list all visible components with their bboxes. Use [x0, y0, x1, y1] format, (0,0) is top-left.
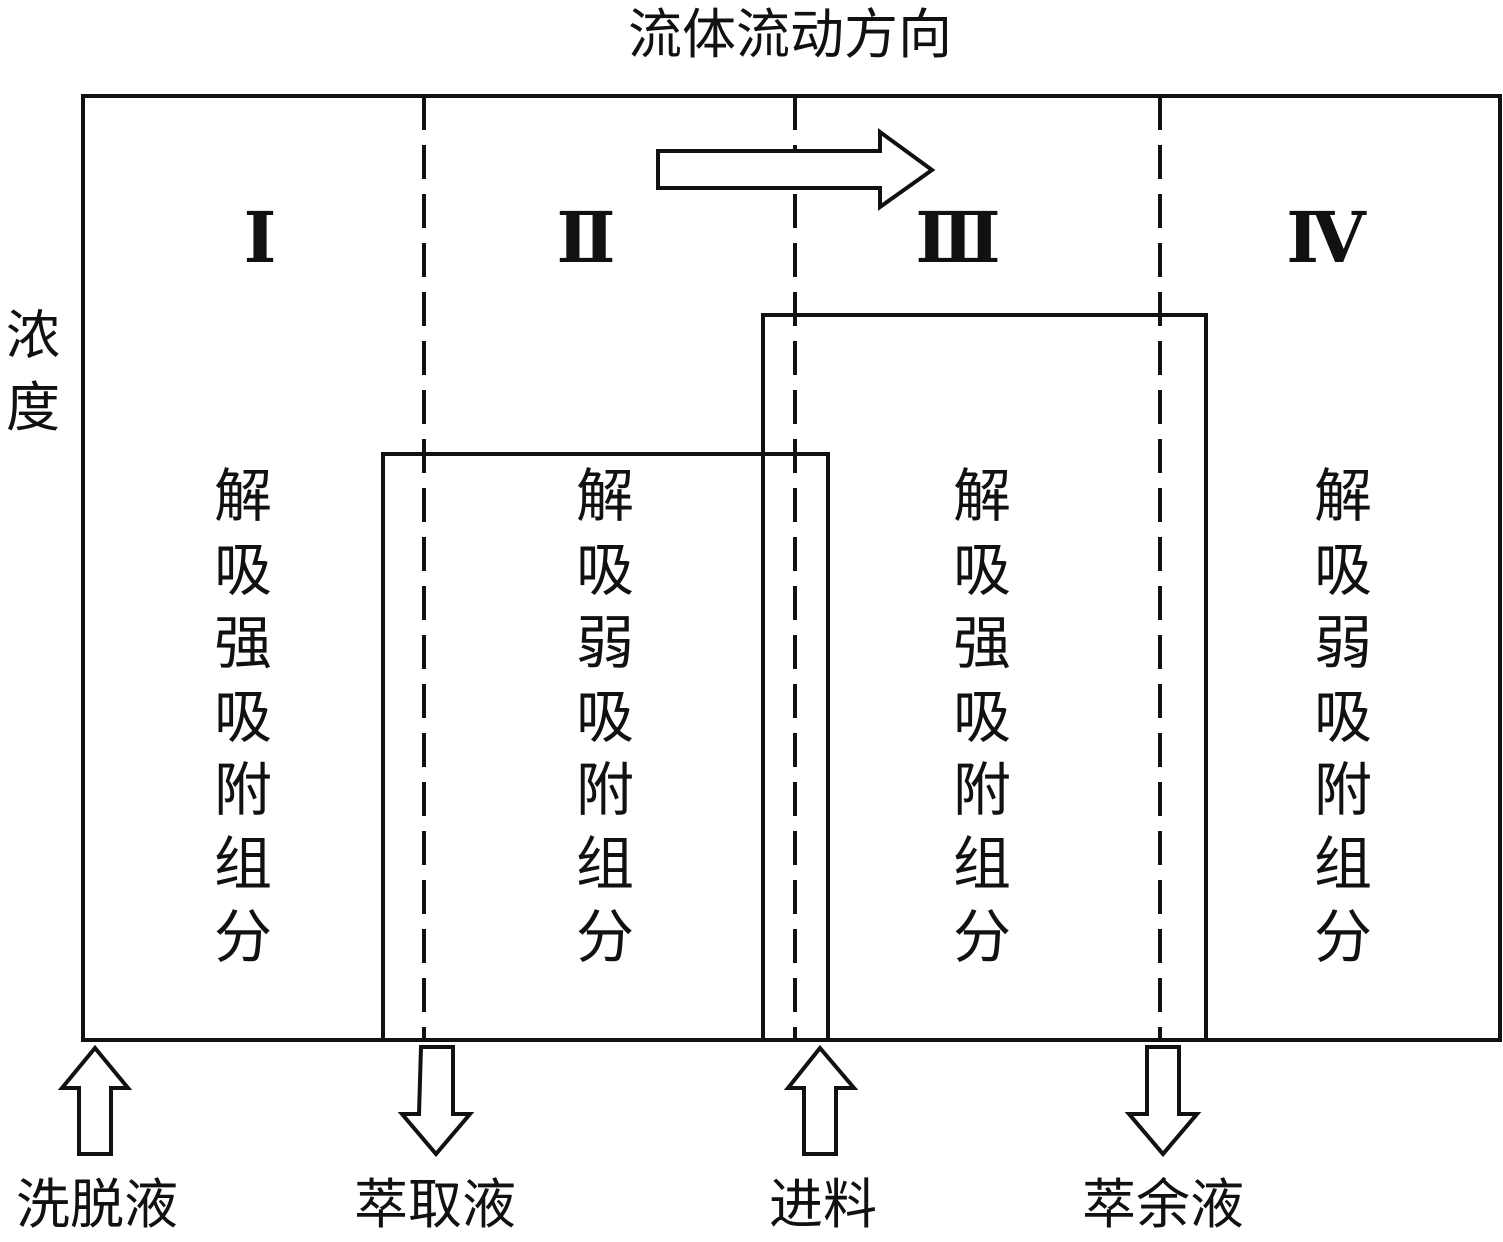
extract-label: 萃取液 — [354, 1173, 516, 1236]
extract-outlet-arrow-icon — [397, 1045, 475, 1158]
zone-text-char: 吸 — [1313, 682, 1372, 751]
zone-text-char: 分 — [952, 903, 1011, 971]
zone-text-char: 吸 — [575, 682, 634, 751]
zone-text-char: 附 — [1313, 756, 1372, 824]
zone-label-II: Ⅱ — [556, 201, 616, 278]
zone-text-char: 弱 — [575, 609, 634, 677]
zone-text-char: 吸 — [575, 535, 634, 604]
zone-text-II: 解 吸 弱 吸 附 组 分 — [570, 460, 640, 975]
zone-text-char: 吸 — [952, 535, 1011, 604]
feed-inlet-arrow-icon — [783, 1044, 859, 1156]
zone-text-char: 解 — [213, 462, 272, 530]
zone-text-char: 组 — [575, 829, 634, 898]
zone-text-char: 吸 — [213, 535, 272, 604]
raffinate-label: 萃余液 — [1082, 1173, 1244, 1236]
zone-text-char: 分 — [213, 903, 272, 971]
strong-component-profile — [761, 313, 1208, 1040]
zone-text-char: 组 — [952, 829, 1011, 898]
zone-text-char: 附 — [952, 756, 1011, 824]
y-axis-label: 浓度 — [6, 304, 60, 439]
eluent-inlet-arrow-icon — [57, 1044, 133, 1156]
zone-text-char: 吸 — [213, 682, 272, 751]
zone-text-char: 解 — [1313, 462, 1372, 530]
flow-direction-title: 流体流动方向 — [628, 3, 952, 66]
zone-text-IV: 解 吸 弱 吸 附 组 分 — [1308, 460, 1378, 975]
zone-text-char: 强 — [213, 609, 272, 677]
zone-text-char: 附 — [213, 756, 272, 824]
zone-text-char: 分 — [575, 903, 634, 971]
raffinate-outlet-arrow-icon — [1124, 1045, 1202, 1158]
zone-text-char: 附 — [575, 756, 634, 824]
zone-text-I: 解 吸 强 吸 附 组 分 — [208, 460, 278, 975]
zone-text-char: 解 — [575, 462, 634, 530]
zone-text-char: 组 — [1313, 829, 1372, 898]
zone-text-III: 解 吸 强 吸 附 组 分 — [947, 460, 1017, 975]
flow-direction-arrow-icon — [656, 128, 936, 211]
zone-text-char: 吸 — [1313, 535, 1372, 604]
zone-text-char: 解 — [952, 462, 1011, 530]
feed-label: 进料 — [769, 1173, 877, 1236]
eluent-label: 洗脱液 — [16, 1173, 178, 1236]
zone-text-char: 强 — [952, 609, 1011, 677]
zone-label-III: Ⅲ — [915, 201, 1001, 278]
zone-text-char: 组 — [213, 829, 272, 898]
zone-label-IV: Ⅳ — [1286, 201, 1366, 278]
zone-text-char: 分 — [1313, 903, 1372, 971]
weak-component-profile — [381, 452, 830, 1040]
zone-text-char: 弱 — [1313, 609, 1372, 677]
zone-label-I: Ⅰ — [243, 201, 277, 278]
zone-text-char: 吸 — [952, 682, 1011, 751]
